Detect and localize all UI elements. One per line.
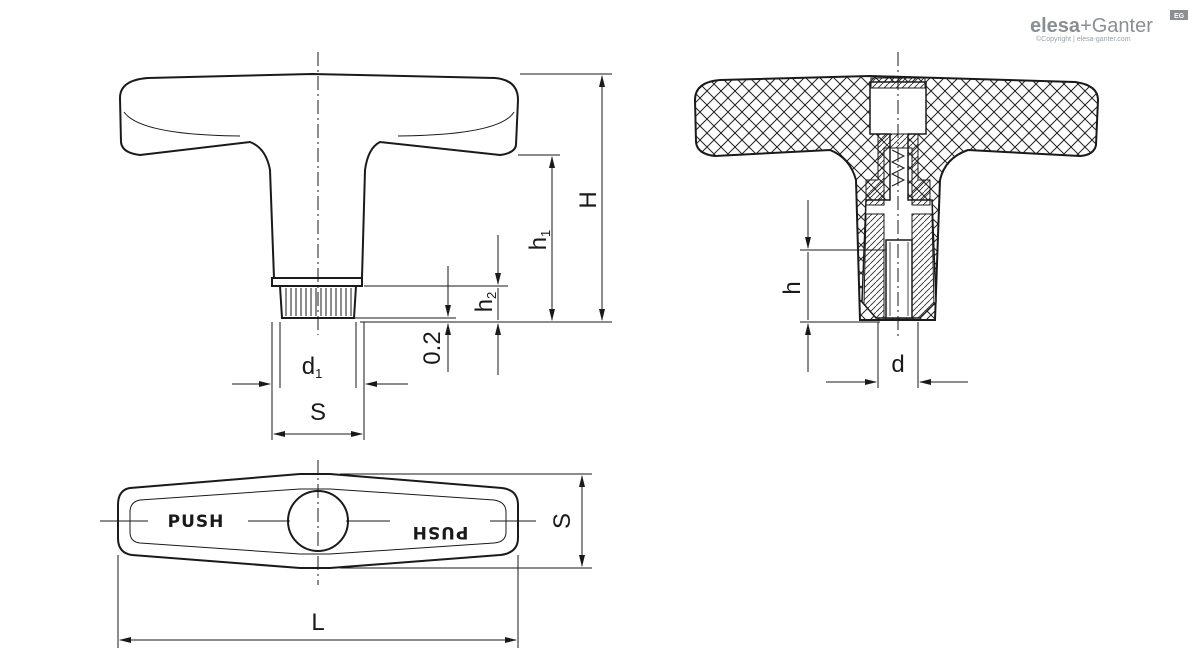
label-gap: 0.2 — [419, 331, 446, 364]
svg-text:EG: EG — [1174, 13, 1185, 20]
top-dimensions — [117, 473, 592, 648]
brand-logo: elesa+Ganter EG ©Copyright | elesa-gante… — [1030, 10, 1188, 43]
label-h: h — [779, 281, 806, 294]
top-view — [100, 460, 536, 585]
label-H: H — [575, 191, 602, 208]
section-labels: h d — [779, 281, 905, 378]
front-collar — [271, 277, 363, 287]
front-labels: H h1 h2 0.2 d1 S — [302, 191, 602, 426]
push-label-right: PUSH — [412, 522, 469, 542]
push-label-left: PUSH — [168, 512, 225, 532]
front-dimensions — [232, 73, 612, 440]
top-labels: S L — [311, 513, 576, 636]
label-S-front: S — [310, 399, 326, 426]
label-L: L — [311, 609, 324, 636]
svg-text:elesa+Ganter: elesa+Ganter — [1030, 15, 1153, 37]
label-h2: h2 — [471, 292, 499, 313]
brand-badge — [1170, 10, 1188, 20]
front-handle-outline — [118, 72, 520, 279]
label-d: d — [891, 351, 904, 378]
label-h1: h1 — [525, 230, 553, 251]
front-view — [118, 52, 520, 335]
svg-text:©Copyright | elesa-ganter.com: ©Copyright | elesa-ganter.com — [1036, 35, 1131, 43]
top-handle-outline — [117, 473, 519, 569]
label-d1: d1 — [302, 353, 323, 381]
section-view — [693, 52, 1100, 340]
section-dimensions — [800, 200, 968, 388]
label-S-top: S — [549, 513, 576, 529]
